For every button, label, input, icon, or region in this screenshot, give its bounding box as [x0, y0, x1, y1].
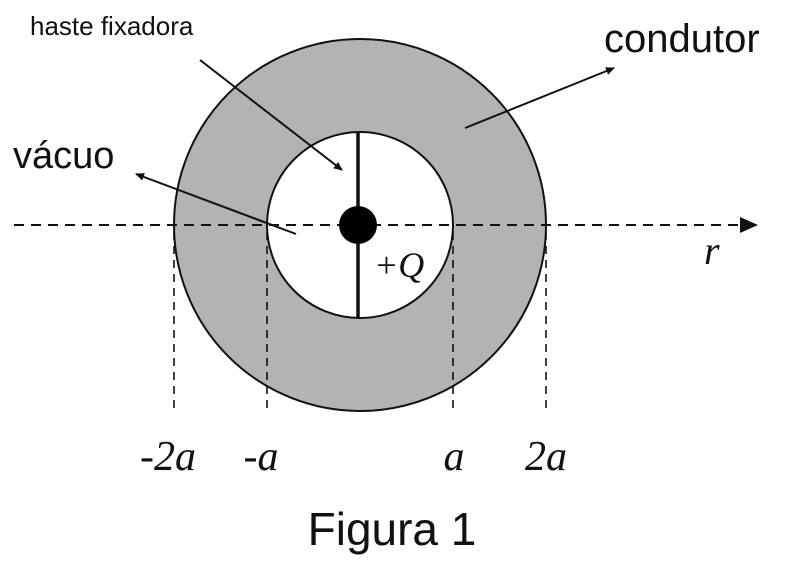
tick-label-minus-a: -a — [244, 434, 279, 480]
label-r-axis: r — [704, 228, 720, 273]
tick-label-minus-2a: -2a — [140, 434, 196, 480]
conductor-pointer-arrow — [464, 67, 615, 129]
r-axis-arrowhead — [740, 217, 758, 233]
vacuum-pointer-arrow — [135, 173, 297, 235]
label-condutor: condutor — [604, 17, 760, 61]
label-vacuo: vácuo — [13, 135, 114, 177]
label-charge: +Q — [374, 245, 424, 285]
rod-pointer-arrow — [199, 59, 343, 171]
label-haste-fixadora: haste fixadora — [30, 11, 194, 41]
tick-label-2a: 2a — [525, 434, 567, 480]
point-charge — [339, 206, 377, 244]
figure-caption: Figura 1 — [308, 503, 477, 555]
tick-label-a: a — [444, 434, 465, 480]
